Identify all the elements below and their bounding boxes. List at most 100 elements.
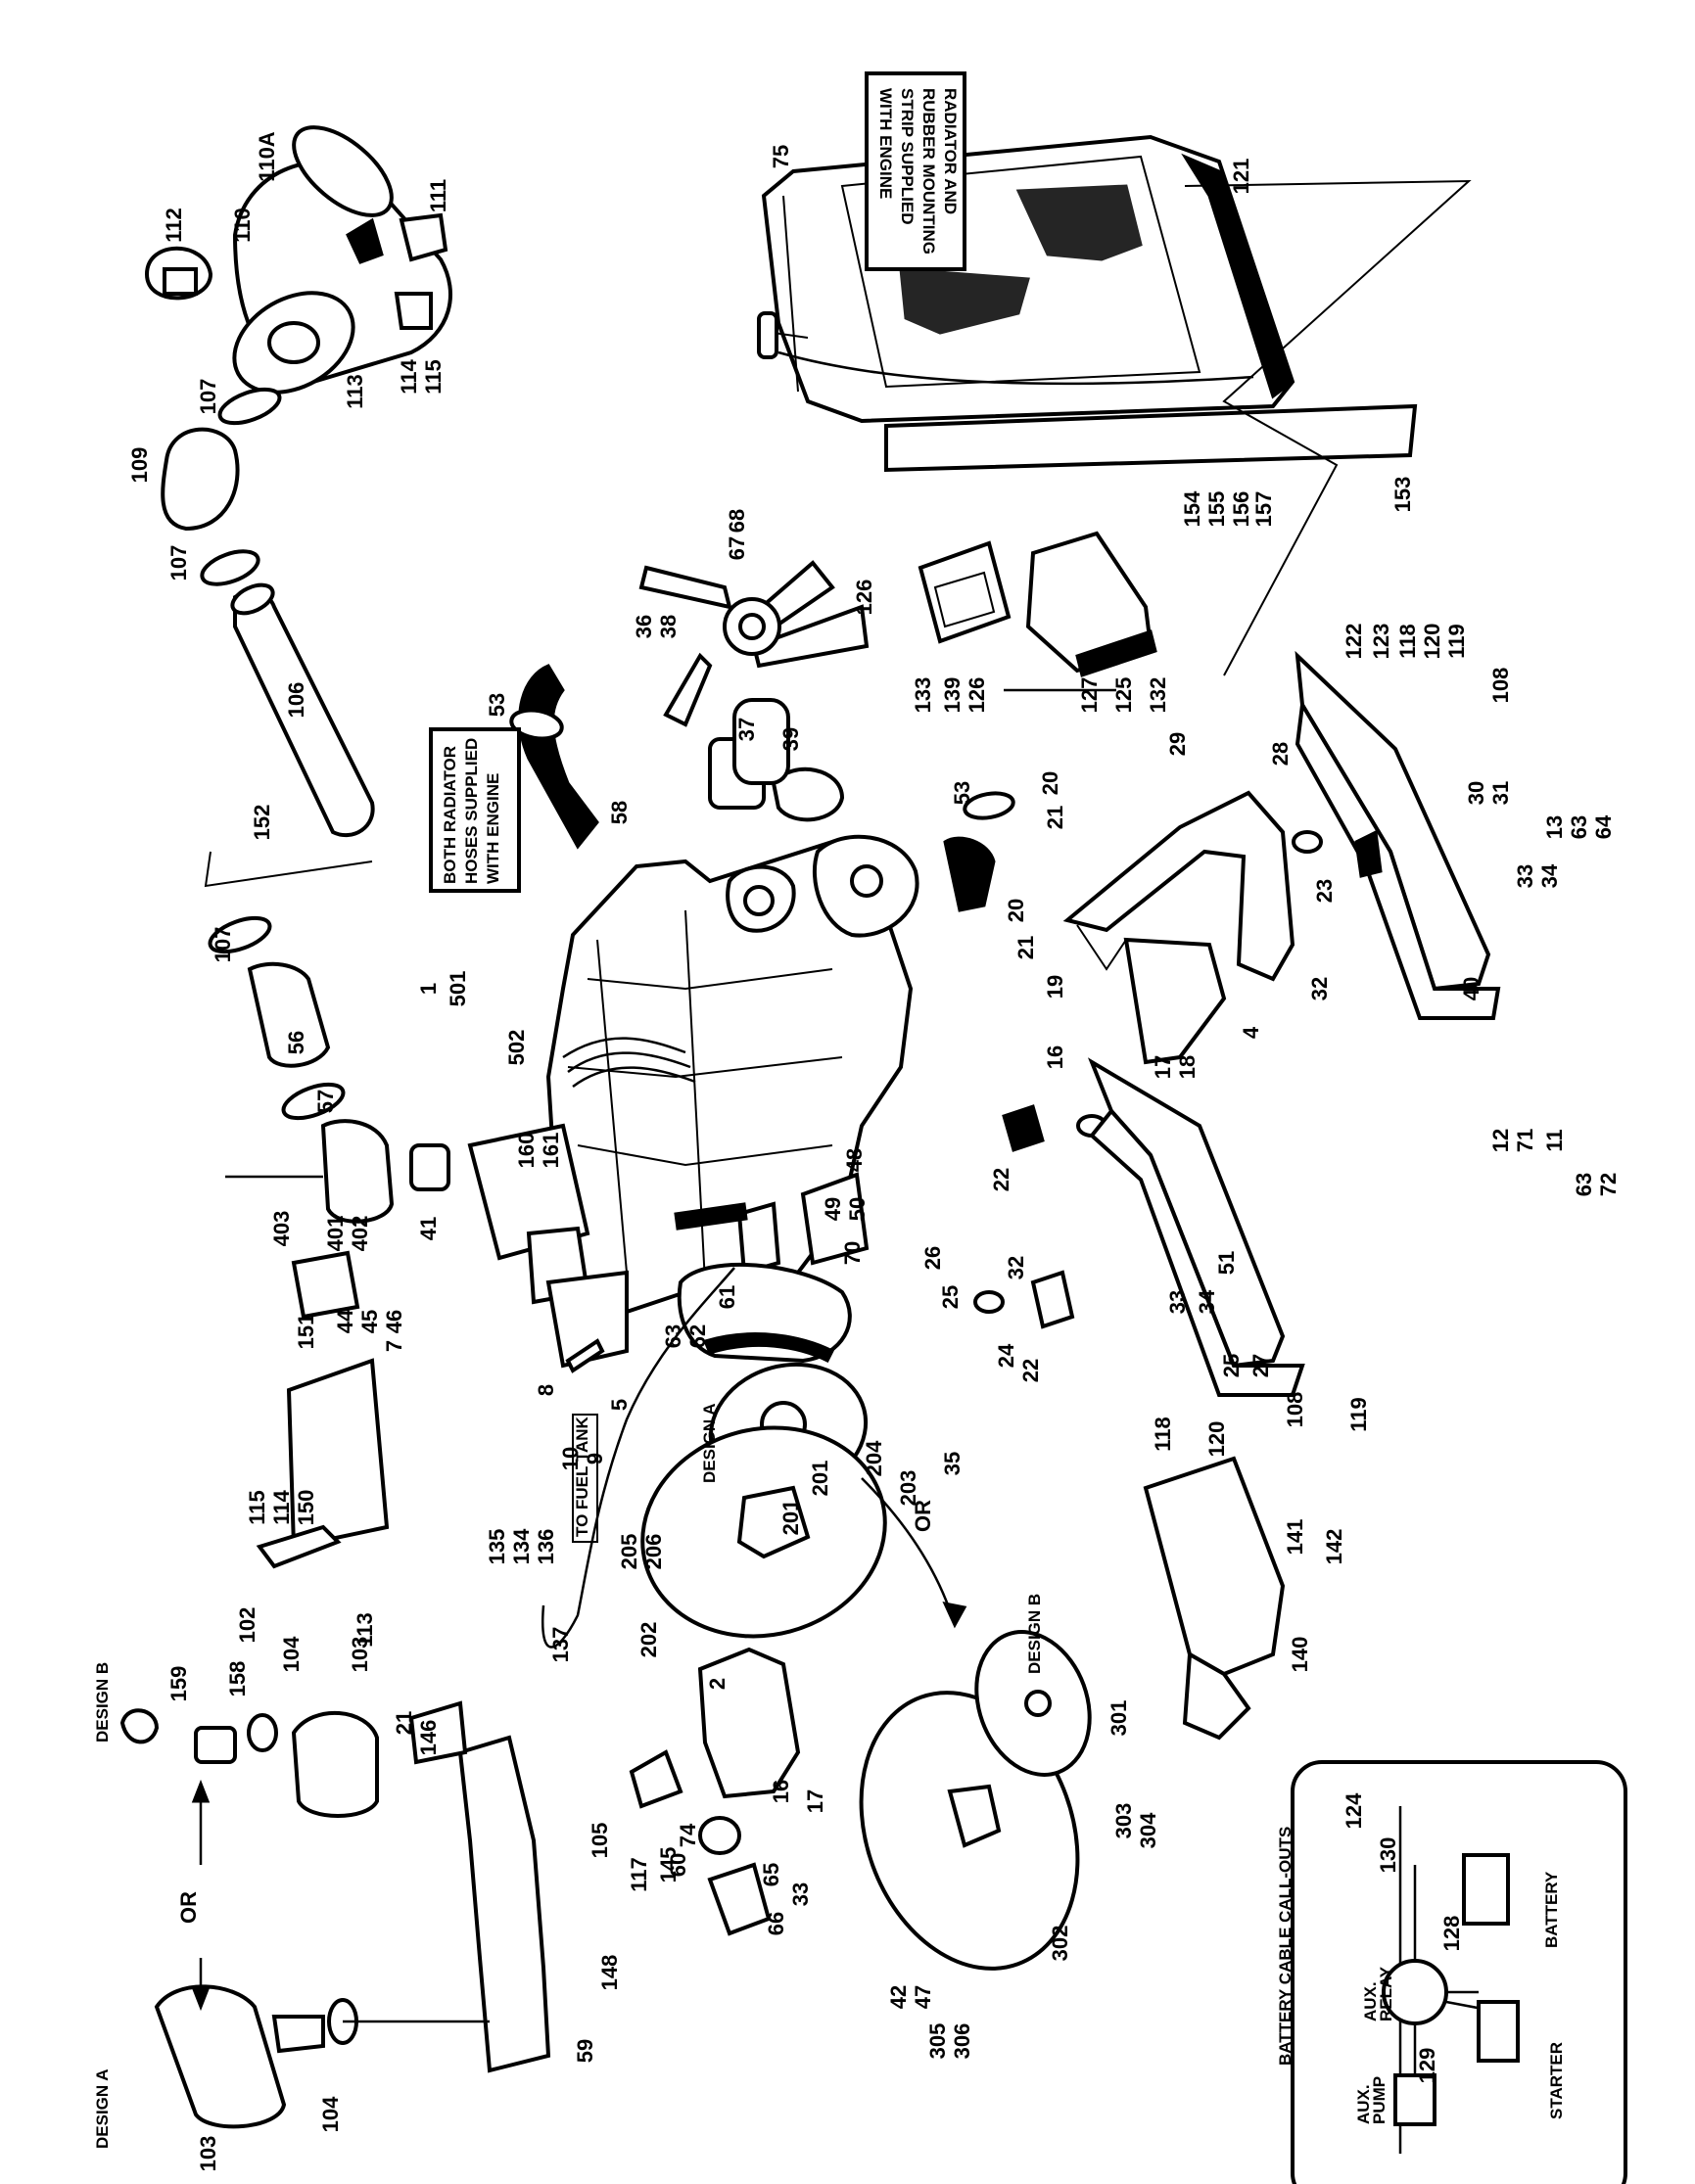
- radiator-note-line4: WITH ENGINE: [876, 88, 895, 199]
- callout-32: 32: [1004, 1256, 1028, 1279]
- callout-122: 122: [1342, 624, 1366, 660]
- callout-67: 67: [725, 536, 749, 560]
- callout-153: 153: [1390, 477, 1415, 513]
- callout-119: 119: [1444, 624, 1469, 659]
- callout-301: 301: [1106, 1700, 1131, 1737]
- callout-21: 21: [1043, 806, 1067, 829]
- callout-303: 303: [1111, 1803, 1136, 1839]
- battery-label: BATTERY: [1542, 1871, 1561, 1948]
- callout-66: 66: [764, 1912, 788, 1935]
- callout-34: 34: [1537, 863, 1562, 888]
- callout-202: 202: [636, 1622, 661, 1658]
- aux-pump-line1: AUX.: [1354, 2084, 1373, 2124]
- mounting-strip: [884, 403, 1418, 473]
- callout-56: 56: [284, 1031, 308, 1054]
- callout-130: 130: [1376, 1837, 1400, 1874]
- callout-403: 403: [269, 1211, 294, 1247]
- callout-118: 118: [1151, 1417, 1175, 1452]
- callout-120: 120: [1204, 1421, 1229, 1458]
- callout-154: 154: [1180, 490, 1204, 527]
- callout-136: 136: [534, 1529, 558, 1565]
- callout-35: 35: [940, 1452, 965, 1475]
- callout-141: 141: [1283, 1519, 1307, 1556]
- callout-63: 63: [1567, 815, 1591, 839]
- callout-53: 53: [950, 781, 974, 805]
- radiator-note-line2: RUBBER MOUNTING: [919, 88, 938, 255]
- callout-124: 124: [1342, 1792, 1366, 1829]
- radiator-hose-upper: [518, 664, 599, 850]
- callout-139: 139: [940, 677, 965, 714]
- callout-113: 113: [353, 1612, 377, 1648]
- hydraulic-pump: [697, 1647, 801, 1799]
- callout-26: 26: [920, 1246, 945, 1270]
- callout-68: 68: [725, 509, 749, 533]
- callout-38: 38: [656, 615, 681, 638]
- callout-46: 46: [382, 1310, 406, 1333]
- callout-206: 206: [641, 1534, 666, 1570]
- callout-127: 127: [1077, 677, 1102, 714]
- design-a-flywheel-label: DESIGN A: [700, 1403, 719, 1483]
- callout-37: 37: [734, 718, 759, 741]
- callout-1: 1: [416, 983, 441, 995]
- callout-47: 47: [911, 1985, 935, 2009]
- battery-box-title: BATTERY CABLE CALL-OUTS: [1276, 1827, 1295, 2066]
- callout-63: 63: [661, 1324, 685, 1348]
- air-cleaner: [232, 125, 452, 395]
- callout-4: 4: [1239, 1026, 1263, 1039]
- callout-110A: 110A: [255, 131, 279, 181]
- callout-32: 32: [1307, 977, 1332, 1000]
- callout-58: 58: [607, 801, 632, 824]
- radiator-hose-lower: [943, 836, 996, 912]
- callout-61: 61: [715, 1285, 739, 1309]
- callout-17: 17: [1151, 1055, 1175, 1079]
- callout-150: 150: [294, 1490, 318, 1526]
- fuel-tank-label: TO FUEL TANK: [573, 1417, 591, 1538]
- callout-28: 28: [1268, 742, 1293, 766]
- callout-104: 104: [279, 1636, 304, 1672]
- callout-49: 49: [821, 1197, 845, 1221]
- callout-27: 27: [1248, 1354, 1273, 1377]
- callout-155: 155: [1204, 491, 1229, 528]
- callout-157: 157: [1251, 491, 1276, 528]
- hose-109: [161, 427, 240, 532]
- aux-pump-line2: PUMP: [1370, 2076, 1389, 2124]
- callout-70: 70: [840, 1241, 865, 1265]
- callout-203: 203: [896, 1470, 920, 1507]
- callout-118: 118: [1395, 624, 1420, 659]
- callout-126: 126: [965, 677, 989, 714]
- callout-22: 22: [1018, 1359, 1043, 1382]
- callout-161: 161: [539, 1133, 563, 1169]
- callout-123: 123: [1369, 624, 1393, 660]
- callout-19: 19: [1043, 975, 1067, 999]
- callout-2: 2: [705, 1678, 730, 1690]
- callout-16: 16: [769, 1780, 793, 1803]
- callout-24: 24: [994, 1343, 1018, 1368]
- engine-block: [467, 737, 919, 1315]
- callout-401: 401: [323, 1216, 348, 1252]
- callout-115: 115: [421, 359, 446, 395]
- callout-107: 107: [196, 379, 220, 415]
- hose-note-box: [429, 727, 521, 893]
- callout-114: 114: [269, 1489, 294, 1524]
- callout-75: 75: [769, 145, 793, 168]
- callout-22: 22: [989, 1168, 1013, 1191]
- callout-17: 17: [803, 1789, 827, 1813]
- callout-201: 201: [808, 1461, 832, 1497]
- aux-relay-line2: RELAY: [1377, 1966, 1395, 2021]
- exhaust-pipe-59: [457, 1735, 551, 2073]
- callout-302: 302: [1048, 1926, 1072, 1962]
- callout-135: 135: [485, 1529, 509, 1565]
- callout-115: 115: [245, 1490, 269, 1525]
- callout-156: 156: [1229, 491, 1253, 528]
- callout-104: 104: [318, 2096, 343, 2132]
- callout-11: 11: [1542, 1129, 1567, 1151]
- callout-7: 7: [382, 1340, 406, 1352]
- design-a-muffler-label: DESIGN A: [93, 2068, 112, 2149]
- callout-102: 102: [235, 1607, 259, 1644]
- callout-140: 140: [1288, 1637, 1312, 1673]
- starter-label: STARTER: [1547, 2042, 1566, 2119]
- callout-134: 134: [509, 1528, 534, 1564]
- callout-109: 109: [127, 447, 152, 484]
- callout-33: 33: [1165, 1290, 1190, 1314]
- callout-205: 205: [617, 1534, 641, 1570]
